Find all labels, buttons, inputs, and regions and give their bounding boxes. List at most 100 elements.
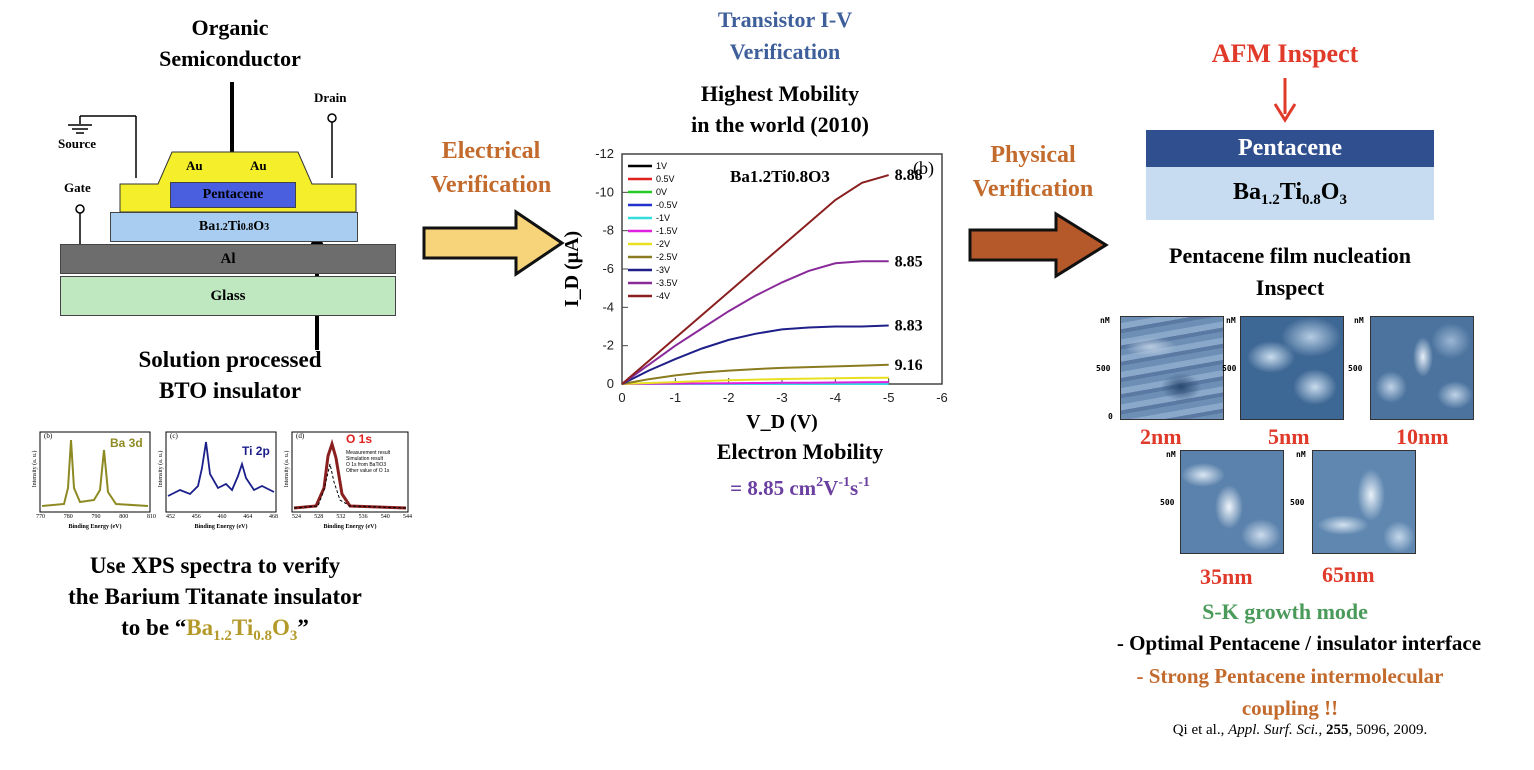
y-tick-label: 0 [607, 376, 614, 391]
electrical-line-2: Verification [430, 172, 552, 198]
mobility-v: V [823, 476, 839, 500]
afm-inspect-title: AFM Inspect [1211, 39, 1359, 68]
physical-line-1: Physical [990, 142, 1076, 168]
al-layer: Al [60, 244, 396, 274]
xps-b-ylabel: Intensity (a. u.) [32, 450, 38, 488]
legend-label: -2V [656, 239, 670, 249]
legend-label: -3.5V [656, 278, 678, 288]
xps-plots [39, 431, 409, 513]
electron-mobility-value: = 8.85 cm2V-1s-1 [640, 467, 960, 504]
x-tick-label: -3 [776, 390, 788, 405]
xps-caption-line-2: the Barium Titanate insulator [68, 584, 362, 609]
xps-tick: 464 [243, 514, 253, 520]
series-line [621, 324, 889, 385]
pentacene-stack: Pentacene Ba1.2Ti0.8O3 [1146, 130, 1434, 220]
afm-grid: nM 500 0 nM 500 nM 500 nM 500 nM 500 2nm… [1090, 312, 1490, 592]
thickness-label-10nm: 10nm [1396, 424, 1449, 449]
y-tick-label: -6 [602, 261, 614, 276]
highest-line-2: in the world (2010) [691, 112, 869, 137]
xps-tick: 456 [191, 514, 201, 520]
pentacene-stack-top: Pentacene [1146, 130, 1434, 167]
series-line [621, 363, 889, 385]
thickness-label-65nm: 65nm [1322, 562, 1375, 587]
mobility-annotation: 8.83 [895, 318, 923, 335]
xps-caption-line-1: Use XPS spectra to verify [89, 553, 341, 578]
series-line [621, 260, 889, 385]
solution-line-1: Solution processed [138, 347, 322, 372]
afm-axis-unit: nM [1226, 316, 1236, 325]
xps-tick: 544 [402, 514, 412, 520]
highest-mobility-title: Highest Mobility in the world (2010) [630, 78, 930, 140]
mobility-annotation: 8.88 [895, 167, 923, 184]
source-label: Source [58, 136, 97, 151]
legend-label: -3V [656, 265, 670, 275]
xps-caption: Use XPS spectra to verify the Barium Tit… [10, 550, 420, 652]
xps-panels: (b) Ba 3d (c) Ti 2p (d) O 1s Measurement… [30, 428, 414, 538]
thickness-label-35nm: 35nm [1200, 564, 1253, 589]
physical-line-2: Verification [972, 176, 1094, 202]
strong-line-1: - Strong Pentacene intermolecular [1136, 664, 1444, 688]
y-tick-label: -10 [595, 184, 614, 199]
ref-sep: , [1318, 722, 1327, 738]
optimal-interface: - Optimal Pentacene / insulator interfac… [1116, 631, 1482, 655]
solution-line-2: BTO insulator [158, 378, 302, 403]
xps-tick: 524 [292, 514, 301, 520]
xps-tick: 460 [217, 514, 227, 520]
caption-ba-sub: 1.2 [213, 628, 232, 644]
bto-ba-sub: 1.2 [215, 221, 228, 233]
pentacene-layer: Pentacene [170, 182, 296, 208]
xps-b-tag: (b) [44, 432, 53, 440]
bto-ba: Ba [198, 219, 216, 234]
xps-b-element: Ba 3d [110, 436, 143, 450]
xps-d-legend: Measurement result Simulation result O 1… [346, 450, 390, 474]
legend-label: -1V [656, 213, 670, 223]
au-right-label: Au [250, 158, 267, 173]
transistor-line-2: Verification [729, 39, 841, 64]
x-tick-label: -6 [936, 390, 948, 405]
afm-down-arrow-icon [1273, 78, 1297, 123]
afm-image-35nm [1180, 450, 1284, 554]
xps-b-xlabel: Binding Energy (eV) [68, 524, 122, 530]
bto-ti: Ti [227, 219, 241, 234]
legend-label: -1.5V [656, 226, 678, 236]
xps-legend-item: Simulation result [346, 456, 383, 462]
legend-label: -2.5V [656, 252, 678, 262]
legend-label: 1V [656, 161, 667, 171]
mobility-annotation: 9.16 [895, 357, 923, 374]
film-line-2: Inspect [1255, 275, 1325, 300]
mobility-s: s [850, 476, 859, 500]
ref-rest: , 5096, 2009. [1348, 722, 1428, 738]
legend-label: 0.5V [656, 174, 675, 184]
xps-tick: 780 [63, 514, 73, 520]
xps-tick: 532 [336, 514, 346, 520]
ref-volume: 255 [1326, 722, 1349, 738]
caption-ba: Ba [186, 615, 214, 640]
series-line [621, 381, 889, 385]
x-axis-label: V_D (V) [746, 411, 818, 433]
afm-image-5nm [1240, 316, 1344, 420]
x-tick-label: -5 [883, 390, 895, 405]
xps-legend-item: O 1s from BaTiO3 [346, 462, 387, 468]
xps-c-element: Ti 2p [242, 444, 270, 458]
afm-axis-unit: nM [1354, 316, 1364, 325]
device-schematic: Organic Semiconductor Source Drain Gate … [40, 10, 440, 410]
xps-tick: 452 [166, 514, 175, 520]
afm-axis-mid: 500 [1222, 364, 1237, 373]
film-line-1: Pentacene film nucleation [1169, 243, 1411, 268]
organic-semiconductor-label: Organic Semiconductor [159, 15, 301, 71]
xps-tick: 536 [358, 514, 368, 520]
film-nucleation-title: Pentacene film nucleation Inspect [1120, 240, 1460, 304]
caption-o-sub: 3 [289, 628, 298, 644]
xps-caption-pre: to be “ [121, 615, 187, 640]
xps-caption-compound: Ba1.2Ti0.8O3 [186, 615, 297, 644]
transistor-line-1: Transistor I-V [717, 7, 853, 32]
x-tick-label: -4 [830, 390, 842, 405]
afm-axis-unit: nM [1166, 450, 1176, 459]
xps-d-xlabel: Binding Energy (eV) [323, 524, 377, 530]
afm-axis-unit: nM [1100, 316, 1110, 325]
